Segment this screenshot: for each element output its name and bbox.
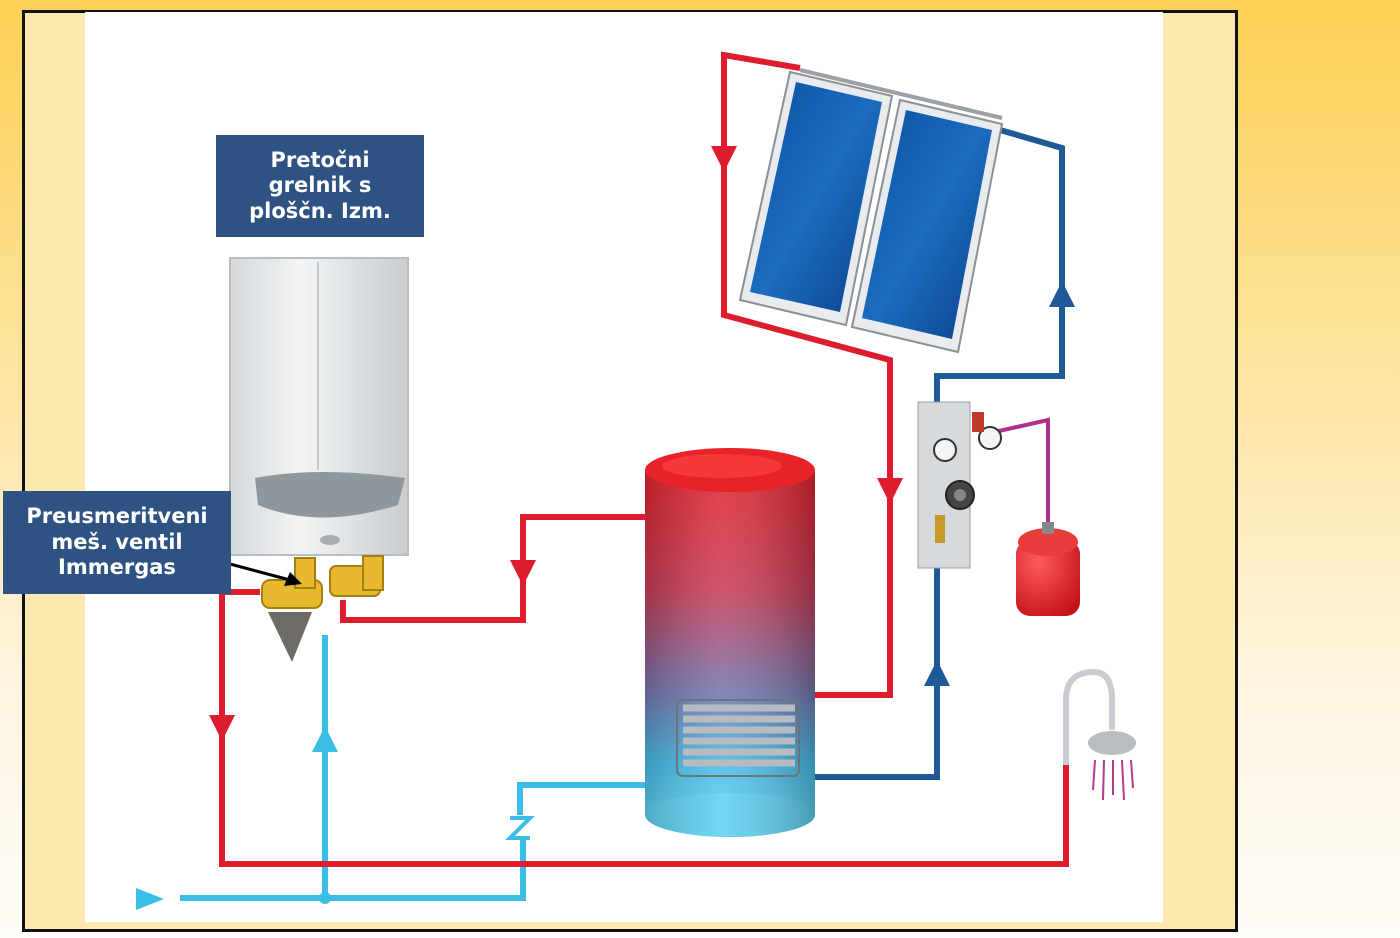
diverter-valve-icon <box>261 555 384 662</box>
heater-label-text: Pretočni grelnik s ploščn. Izm. <box>249 147 391 223</box>
pipe-junction <box>319 892 331 904</box>
down-arrow-icon <box>510 560 536 586</box>
solar-return-pipe <box>800 127 1065 780</box>
up-arrow-icon <box>1049 281 1075 307</box>
down-arrow-icon <box>877 478 903 504</box>
boiler-tank-icon <box>645 448 815 837</box>
expansion-vessel-icon <box>1016 522 1080 616</box>
check-valve-icon <box>505 816 535 840</box>
down-arrow-icon <box>209 715 235 741</box>
solar-panel-icon <box>738 68 1004 354</box>
flow-arrows <box>136 146 1075 910</box>
cold-water-pipes <box>180 635 645 901</box>
valve-label-text: Preusmeritveni meš. ventil Immergas <box>26 504 208 580</box>
up-arrow-icon <box>924 660 950 686</box>
heater-label: Pretočni grelnik s ploščn. Izm. <box>216 135 424 237</box>
shower-head-icon <box>1063 668 1136 801</box>
up-arrow-icon <box>312 726 338 752</box>
pump-station-icon <box>917 401 1002 569</box>
hot-water-pipes <box>219 514 1069 867</box>
gas-heater-icon <box>229 257 409 556</box>
down-arrow-icon <box>711 146 737 172</box>
solar-flow-pipe <box>721 51 893 698</box>
valve-label: Preusmeritveni meš. ventil Immergas <box>3 491 231 594</box>
heat-exchanger-coil <box>683 704 795 767</box>
inlet-arrow-icon <box>136 888 164 910</box>
expansion-pipe <box>989 417 1050 528</box>
